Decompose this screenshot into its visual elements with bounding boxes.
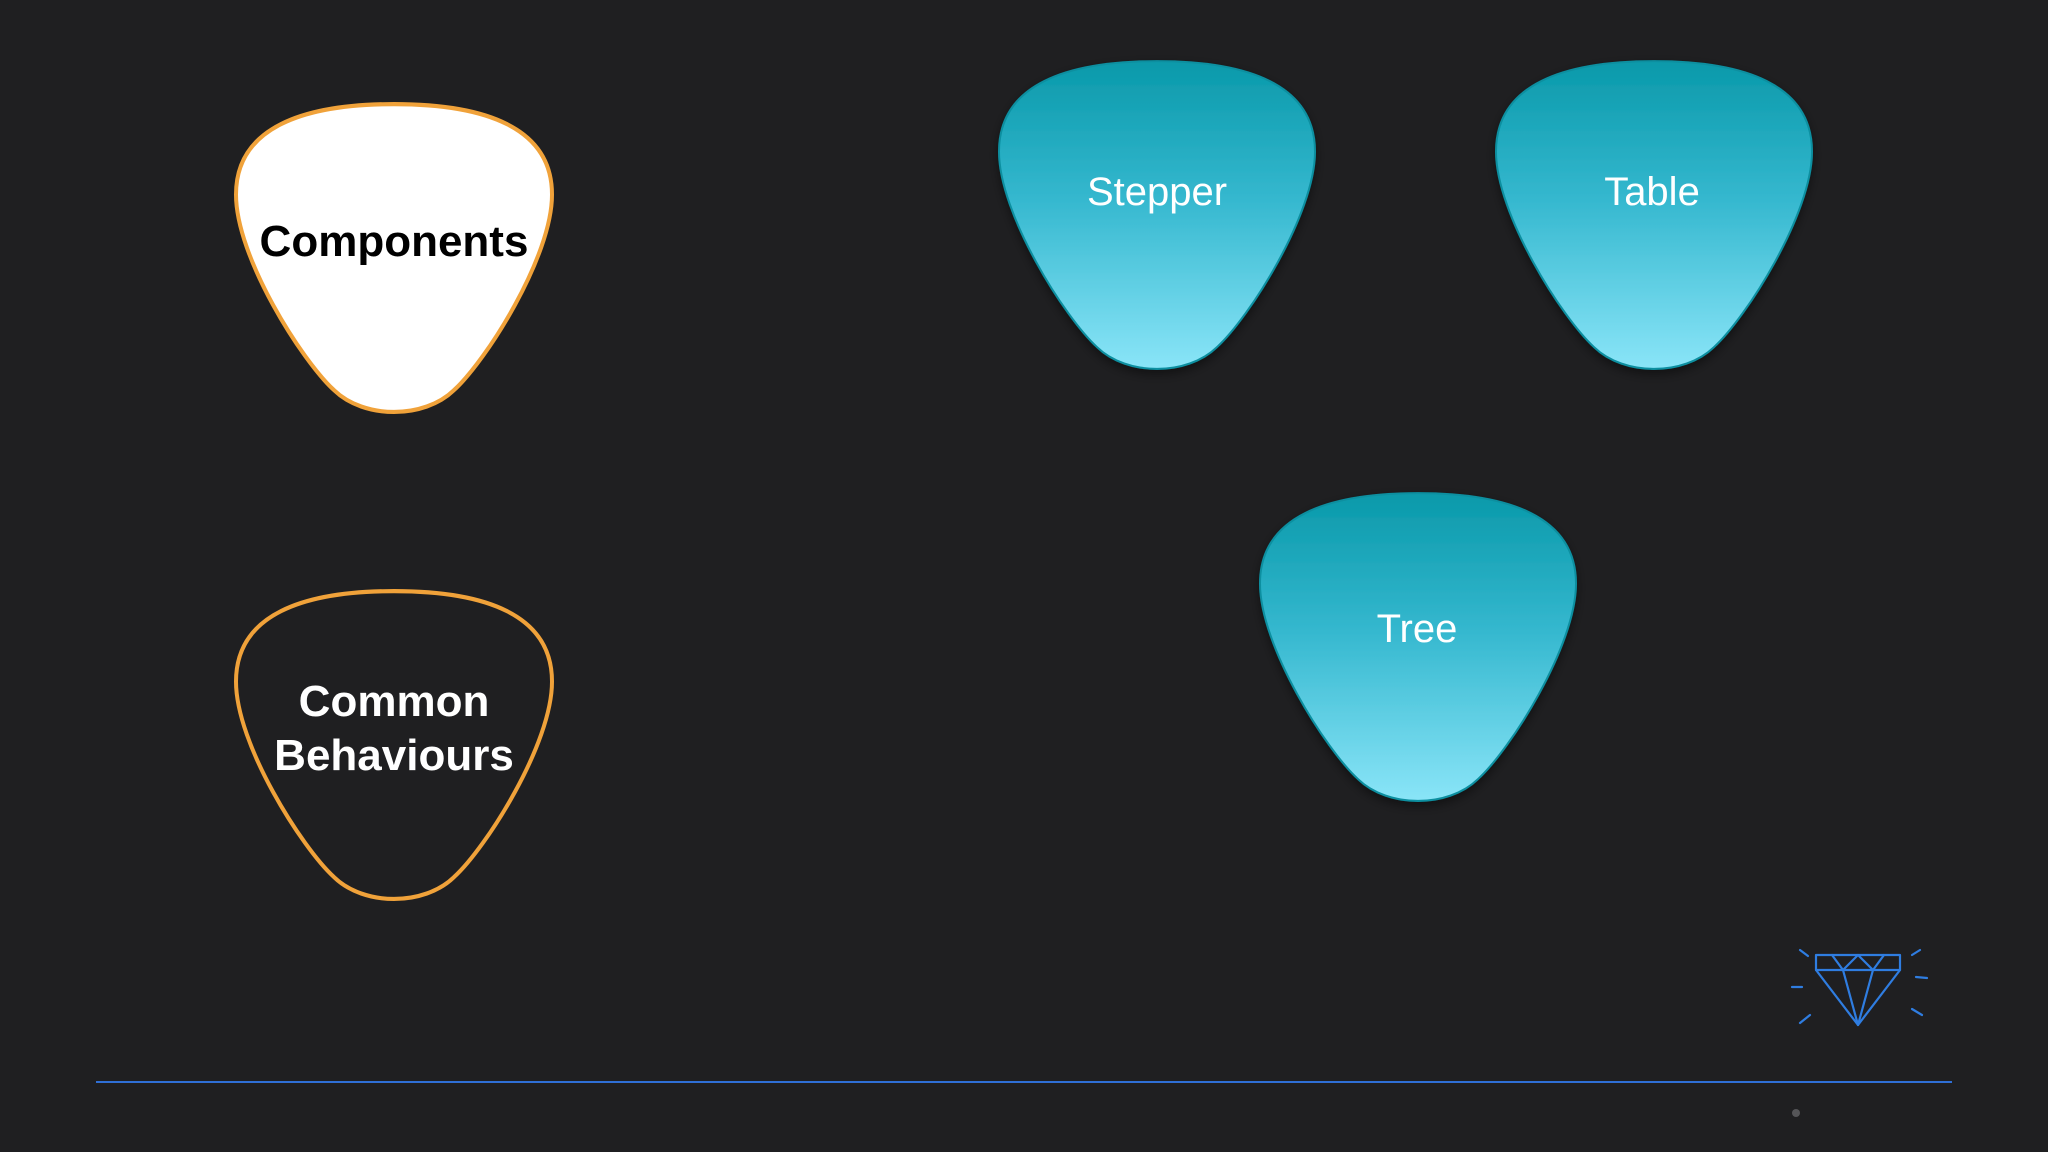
guitar-pick-shape-icon <box>997 60 1317 371</box>
page-dot-icon <box>1792 1109 1800 1117</box>
tree-label: Tree <box>1377 607 1458 651</box>
stepper-label: Stepper <box>1087 170 1227 214</box>
stepper-pick <box>997 60 1317 371</box>
guitar-pick-shape-icon <box>1494 60 1814 371</box>
table-pick <box>1494 60 1814 371</box>
diamond-icon <box>1790 948 1929 1027</box>
table-label: Table <box>1604 170 1700 214</box>
components-label: Components <box>260 217 529 266</box>
common-behaviours-line2: Behaviours <box>274 731 514 780</box>
common-behaviours-line1: Common <box>299 677 490 726</box>
